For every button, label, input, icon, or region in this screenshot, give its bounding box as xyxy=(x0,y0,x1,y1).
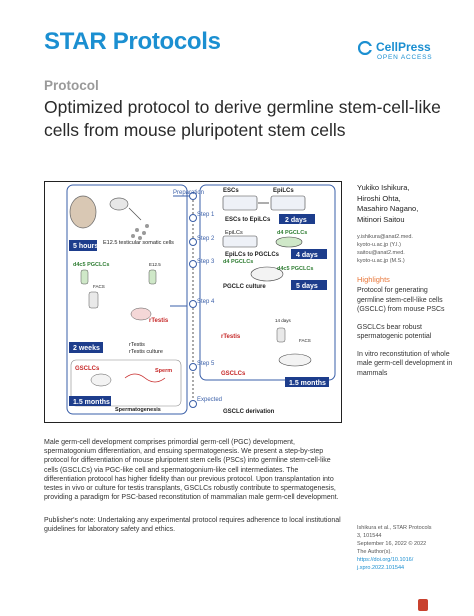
fourteen-days-label: 14 days xyxy=(275,318,292,323)
doi-link[interactable]: j.xpro.2022.101544 xyxy=(357,565,405,571)
pgclc-aggregate xyxy=(275,236,303,248)
epilcs-dish xyxy=(270,195,306,211)
author-name[interactable]: Yukiko Ishikura, xyxy=(357,183,410,192)
cellpress-icon xyxy=(358,41,372,55)
epilcs-label: EpiLCs xyxy=(273,188,294,194)
citation-line: The Author(s). xyxy=(357,549,392,555)
rtestis-label: rTestis xyxy=(149,318,169,324)
publisher-note: Publisher's note: Undertaking any experi… xyxy=(44,517,341,534)
d4-pgclcs-label: d4 PGCLCs xyxy=(277,230,307,236)
rtestis-culture-label: rTestis culture xyxy=(129,349,163,355)
email-line: kyoto-u.ac.jp (M.S.) xyxy=(357,258,405,264)
author-name[interactable]: Masahiro Nagano, xyxy=(357,204,419,213)
author-name[interactable]: Hiroshi Ohta, xyxy=(357,193,401,203)
step2-label: Step 2 xyxy=(197,236,215,242)
facs-tube-right xyxy=(276,327,286,343)
article-type: Protocol xyxy=(44,78,99,93)
gsclcs-dish-left xyxy=(90,373,112,387)
spermatogenesis-label: Spermatogenesis xyxy=(115,407,161,413)
highlight-item: Protocol for generating germline stem-ce… xyxy=(357,287,445,313)
badge-2-weeks-text: 2 weeks xyxy=(73,345,100,352)
facs-right-label: FACS xyxy=(299,338,311,343)
testis-illustration xyxy=(109,197,129,211)
abstract-text: Male germ-cell development comprises pri… xyxy=(44,439,339,502)
email-line[interactable]: y.ishikura@anat2.med. xyxy=(357,234,413,240)
badge-1-5-months-left-text: 1.5 months xyxy=(73,399,110,406)
mouse-illustration xyxy=(69,195,97,229)
badge-5-days-text: 5 days xyxy=(296,283,318,290)
somatic-cells-dots xyxy=(131,224,149,240)
epilcs-plate xyxy=(222,235,258,248)
article-title: Optimized protocol to derive germline st… xyxy=(44,97,441,140)
step-preparation-label: Preparation xyxy=(173,190,204,196)
step3-label: Step 3 xyxy=(197,259,215,265)
epilcs-step2-label: EpiLCs xyxy=(225,230,243,236)
badge-2-days xyxy=(279,214,315,224)
rtestis-culture-label-line1: rTestis xyxy=(129,342,145,348)
open-access-label: OPEN ACCESS xyxy=(377,54,433,61)
badge-5-hours xyxy=(69,240,97,251)
badge-2-weeks xyxy=(69,342,103,353)
email-line[interactable]: saitou@anat2.med. xyxy=(357,250,405,256)
crossmark-icon[interactable] xyxy=(418,599,428,611)
step1-label: Step 1 xyxy=(197,212,215,218)
spermatogenesis-panel xyxy=(70,359,182,407)
e125-label: E12.5 xyxy=(149,262,161,267)
facs-left-label: FACS xyxy=(93,284,105,289)
badge-5-hours-text: 5 hours xyxy=(73,243,98,250)
author-name[interactable]: Mitinori Saitou xyxy=(357,214,405,224)
d4c5-pgclcs-step3-label: d4c5 PGCLCs xyxy=(277,266,313,272)
cellpress-logo[interactable]: CellPress OPEN ACCESS xyxy=(358,40,434,64)
sperm-label: Sperm xyxy=(155,368,172,374)
doi-link[interactable]: https://doi.org/10.1016/ xyxy=(357,557,414,563)
gsclc-dish xyxy=(278,353,312,367)
contact-emails: y.ishikura@anat2.med. kyoto-u.ac.jp (Y.I… xyxy=(357,233,453,265)
pgclc-culture-label: PGCLC culture xyxy=(223,284,266,290)
gsclcs-label: GSCLCs xyxy=(75,366,100,372)
escs-to-epilcs-label: ESCs to EpiLCs xyxy=(225,217,271,223)
badge-1-5-months-right xyxy=(285,377,329,387)
expected-label: Expected xyxy=(197,397,222,403)
tube-illustrations xyxy=(80,269,157,309)
email-line: kyoto-u.ac.jp (Y.I.) xyxy=(357,242,401,248)
badge-1-5-months-right-text: 1.5 months xyxy=(289,380,326,387)
timeline-nodes xyxy=(189,192,197,408)
d4-pgclcs-step3-label: d4 PGCLCs xyxy=(223,259,253,265)
publisher-name: CellPress xyxy=(376,40,431,54)
citation-line: 3, 101544 xyxy=(357,533,382,539)
right-panel-frame xyxy=(199,184,336,381)
journal-title: STAR Protocols xyxy=(44,28,221,55)
citation-line: September 16, 2022 © 2022 xyxy=(357,541,427,547)
citation-block: Ishikura et al., STAR Protocols 3, 10154… xyxy=(357,524,453,572)
left-panel-frame xyxy=(66,184,188,415)
badge-4-days xyxy=(291,249,327,259)
dissection-arrow xyxy=(128,207,142,221)
d4c5-pgclcs-label: d4c5 PGCLCs xyxy=(73,262,109,268)
epilcs-to-pgclcs-label: EpiLCs to PGCLCs xyxy=(225,252,280,258)
escs-label: ESCs xyxy=(223,188,239,194)
rtestis-step5-label: rTestis xyxy=(221,334,241,340)
badge-1-5-months-left xyxy=(69,396,111,406)
article-sidebar: Yukiko Ishikura, Hiroshi Ohta, Masahiro … xyxy=(357,183,453,378)
rtestis-aggregate xyxy=(130,307,152,321)
escs-dish xyxy=(222,195,258,211)
badge-4-days-text: 4 days xyxy=(296,252,318,259)
graphical-abstract: Preparation 5 hours E12.5 testicular som… xyxy=(44,181,342,423)
somatic-cells-label: E12.5 testicular somatic cells xyxy=(103,240,174,246)
badge-5-days xyxy=(291,280,327,290)
citation-line: Ishikura et al., STAR Protocols xyxy=(357,525,432,531)
gsclc-derivation-label: GSCLC derivation xyxy=(223,409,275,415)
gsclcs-step5-label: GSCLCs xyxy=(221,371,246,377)
highlights-heading: Highlights xyxy=(357,275,390,284)
sperm-path xyxy=(124,373,166,383)
pgclc-culture-dish xyxy=(250,266,284,282)
author-list: Yukiko Ishikura, Hiroshi Ohta, Masahiro … xyxy=(357,183,453,225)
badge-2-days-text: 2 days xyxy=(285,217,307,224)
step5-label: Step 5 xyxy=(197,361,215,367)
step4-label: Step 4 xyxy=(197,299,215,305)
highlight-item: In vitro reconstitution of whole male ge… xyxy=(357,350,453,377)
highlight-item: GSCLCs bear robust spermatogenic potenti… xyxy=(357,323,432,341)
